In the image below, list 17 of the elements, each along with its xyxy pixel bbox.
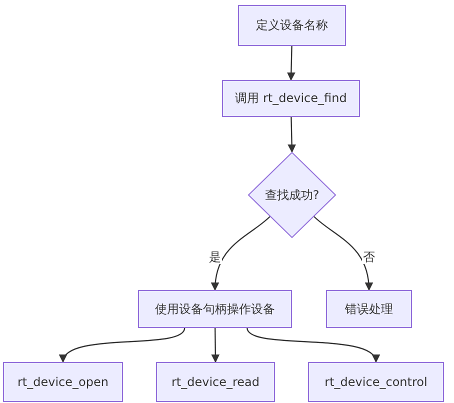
process-box: rt_device_read (156, 362, 275, 402)
decision-diamond: 查找成功? (248, 152, 336, 238)
process-box: 定义设备名称 (238, 5, 346, 46)
process-box: 错误处理 (326, 290, 412, 328)
process-box: rt_device_control (308, 362, 444, 402)
process-box: rt_device_open (3, 362, 123, 402)
process-box: 使用设备句柄操作设备 (138, 290, 292, 328)
arrow (211, 328, 220, 363)
arrow (211, 216, 270, 291)
edge-label: 否 (362, 250, 376, 264)
arrow (288, 116, 296, 153)
arrow (246, 328, 378, 363)
process-box: 调用 rt_device_find (222, 80, 360, 117)
arrow (286, 46, 296, 81)
edge-label: 是 (208, 250, 222, 264)
arrow (314, 216, 373, 291)
arrow (62, 328, 186, 363)
